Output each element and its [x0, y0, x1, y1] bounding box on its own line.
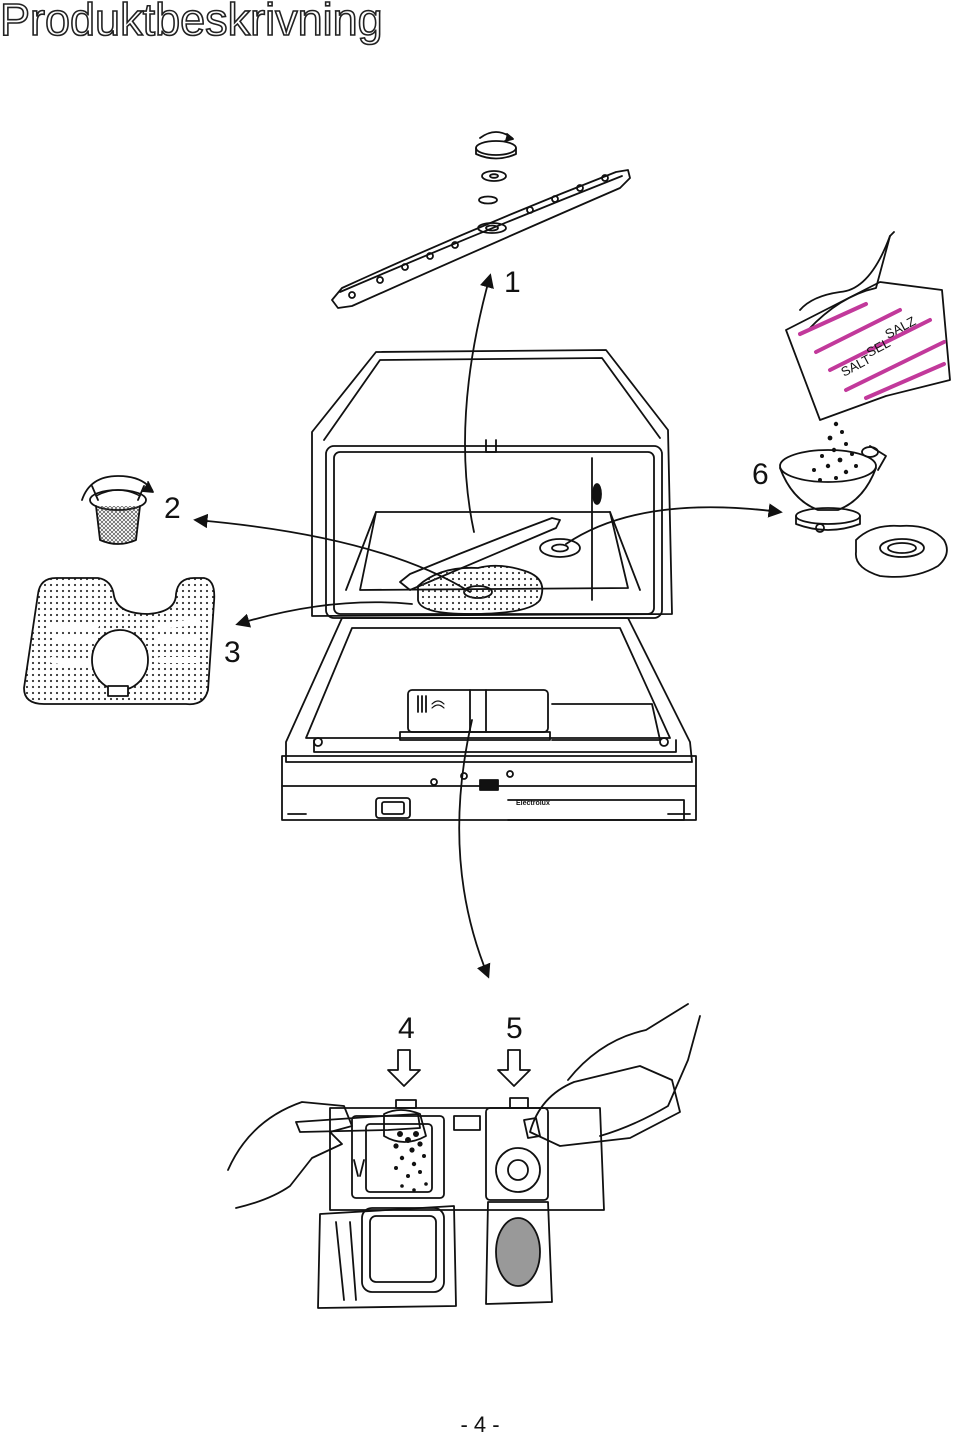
detergent-dispenser: [317, 1097, 605, 1309]
callout-5: 5: [506, 1012, 523, 1045]
control-panel: [281, 755, 697, 821]
dishwasher-door: [285, 617, 693, 763]
callout-4: 4: [398, 1012, 415, 1045]
brand-logo: Electrolux: [516, 800, 550, 807]
callout-6: 6: [752, 458, 769, 491]
arrow-to-filter-cylinder: [193, 513, 471, 593]
detergent-powder: [393, 1131, 428, 1192]
salt-granules: [812, 421, 858, 482]
salt-container-cap: [855, 524, 948, 578]
callout-1: 1: [504, 266, 521, 299]
dishwasher-body: [311, 349, 673, 619]
arrow-to-dispenser: [458, 719, 491, 979]
callout-2: 2: [164, 492, 181, 525]
page-title: Produktbeskrivning: [0, 0, 384, 46]
arrow-to-spray-arm: [464, 273, 494, 533]
page-number: - 4 -: [460, 1412, 500, 1437]
hand-with-bottle: [523, 1003, 701, 1147]
down-arrow-icon-5: [497, 1049, 531, 1087]
arrow-to-salt: [565, 503, 783, 545]
spray-arm-nut: [481, 170, 507, 182]
arrow-to-filter-plate: [235, 601, 413, 628]
callout-3: 3: [224, 636, 241, 669]
salt-bag-stripes: [798, 302, 946, 400]
down-arrow-icon-4: [387, 1049, 421, 1087]
filter-cylinder: [81, 475, 154, 545]
rotate-cap-icon: [475, 131, 517, 160]
filter-plate: [23, 577, 216, 706]
spray-arm: [331, 169, 631, 309]
hand-with-scoop: [227, 1101, 427, 1209]
hand-pouring-salt: [785, 231, 951, 421]
salt-funnel: [779, 445, 887, 533]
